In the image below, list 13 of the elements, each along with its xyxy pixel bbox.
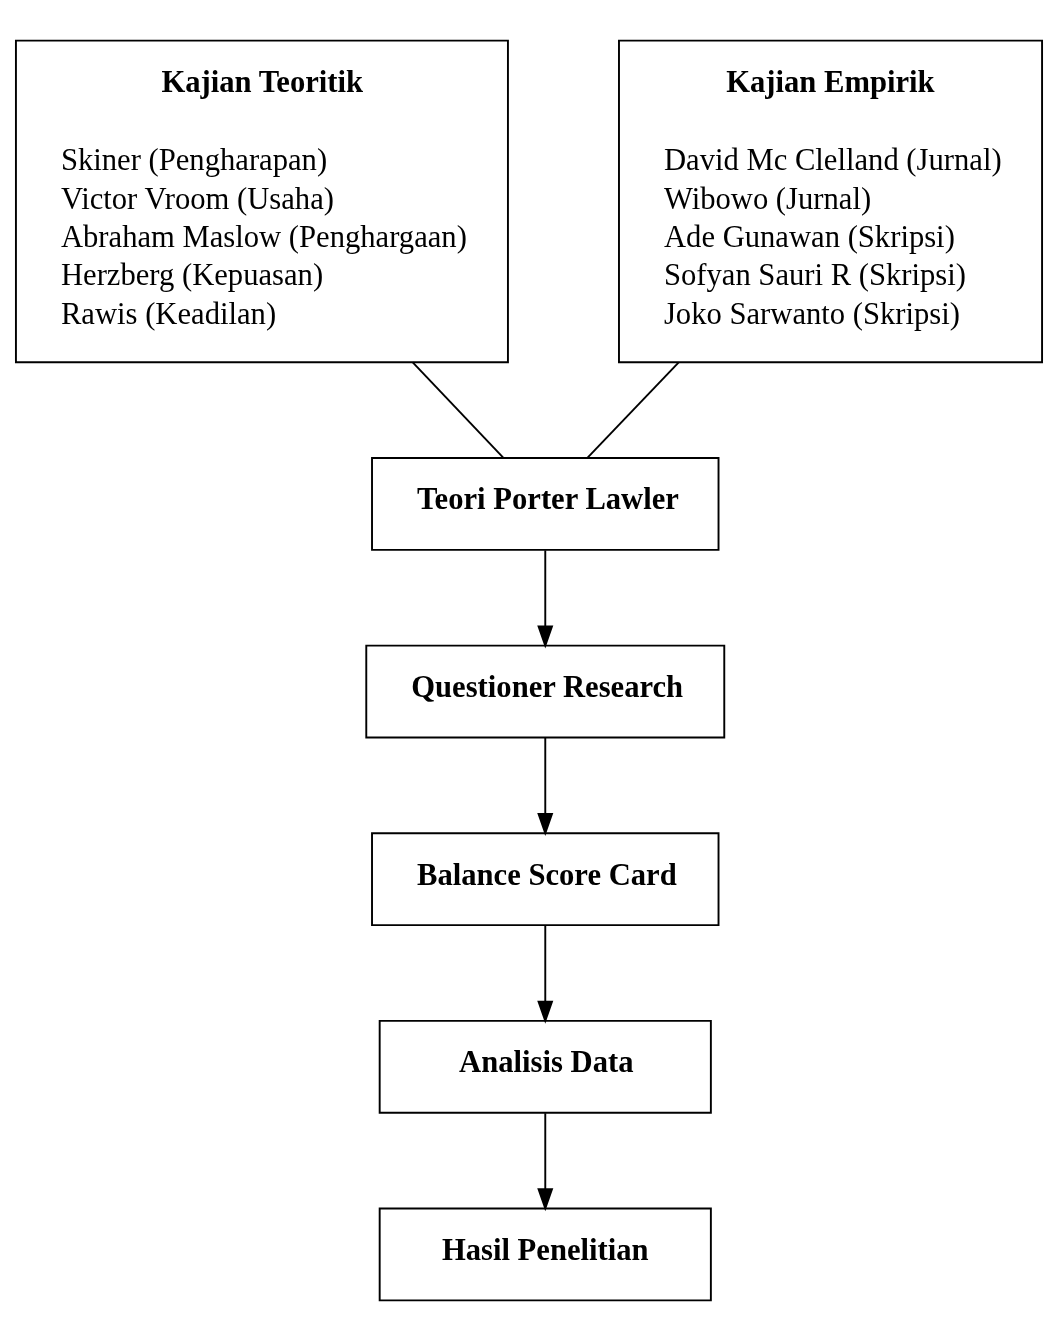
node-box: Analisis Data	[378, 1019, 712, 1114]
connector	[411, 361, 505, 459]
arrow	[537, 549, 554, 649]
arrow	[537, 924, 554, 1024]
arrow	[537, 1112, 554, 1212]
node-box: Hasil Penelitian	[378, 1207, 712, 1302]
node-box: Kajian Teoritik Skiner (Pengharapan) Victor Vroom (Usaha) Abraham Maslow (Penghargaan) Herzberg (Kepuasan) Rawis (Keadilan)	[15, 39, 509, 364]
node-box: Teori Porter Lawler	[371, 457, 720, 551]
node-box: Balance Score Card	[371, 832, 720, 927]
node-box: Kajian Empirik David Mc Clelland (Jurnal) Wibowo (Jurnal) Ade Gunawan (Skripsi) Sofyan Sauri R (Skripsi) Joko Sarwanto (Skripsi)	[618, 39, 1043, 364]
connector	[586, 361, 680, 459]
arrow	[537, 737, 554, 837]
node-box: Questioner Research	[365, 644, 726, 739]
